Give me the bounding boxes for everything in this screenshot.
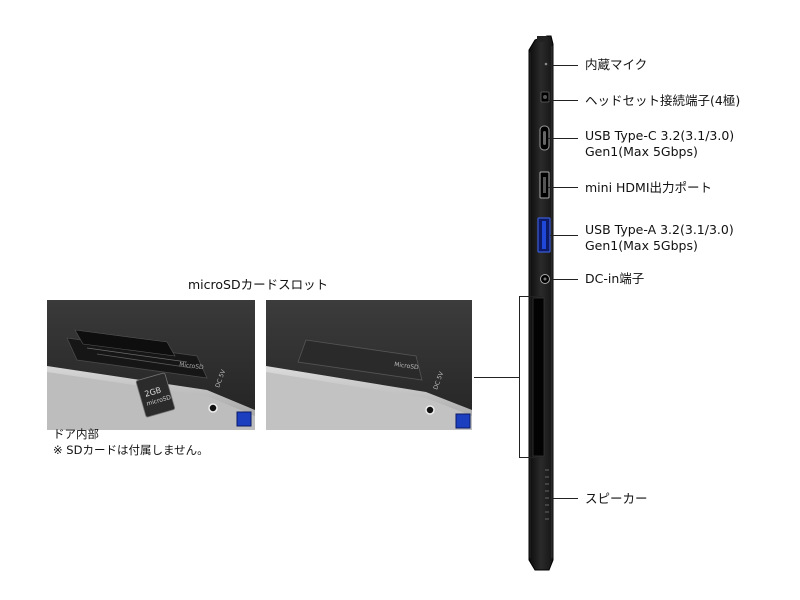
microsd-bracket xyxy=(519,296,542,458)
callout-line-hdmi xyxy=(548,187,578,188)
sd-card-note: ※ SDカードは付属しません。 xyxy=(53,443,209,457)
door-panel xyxy=(297,339,423,381)
usb-a-photo2-icon xyxy=(455,413,471,429)
photo-door-open: MicroSD 2GB microSD DC 5V xyxy=(47,300,255,430)
callout-line-usbc xyxy=(548,138,578,139)
callout-usbc-line1: USB Type-C 3.2(3.1/3.0) xyxy=(585,128,735,143)
callout-line-dcin xyxy=(550,279,578,280)
callout-line-headset xyxy=(548,100,578,101)
svg-text:2GB: 2GB xyxy=(144,385,163,398)
callout-mic: 内蔵マイク xyxy=(585,57,648,72)
callout-usbc-line2: Gen1(Max 5Gbps) xyxy=(585,144,698,159)
callout-usbc: USB Type-C 3.2(3.1/3.0) Gen1(Max 5Gbps) xyxy=(585,128,734,160)
callout-usba-line2: Gen1(Max 5Gbps) xyxy=(585,238,698,253)
speaker-grill-icon xyxy=(545,469,549,520)
mic-hole-icon xyxy=(544,62,548,66)
callout-line-usba xyxy=(550,235,578,236)
callout-hdmi: mini HDMI出力ポート xyxy=(585,180,713,195)
microsd-title: microSDカードスロット xyxy=(188,277,329,292)
callout-usba: USB Type-A 3.2(3.1/3.0) Gen1(Max 5Gbps) xyxy=(585,222,734,254)
dc-port-photo-icon xyxy=(208,403,218,413)
callout-usba-line1: USB Type-A 3.2(3.1/3.0) xyxy=(585,222,734,237)
usb-a-photo-icon xyxy=(236,411,252,427)
slot-text: MicroSD xyxy=(179,361,205,371)
callout-headset: ヘッドセット接続端子(4極) xyxy=(585,93,741,108)
door-interior-label: ドア内部 xyxy=(53,427,99,441)
callout-speaker: スピーカー xyxy=(585,491,648,506)
microsd-card-icon: 2GB microSD xyxy=(135,372,176,418)
dc-port-photo2-icon xyxy=(425,405,435,415)
callout-dcin: DC-in端子 xyxy=(585,271,645,286)
callout-line-mic xyxy=(548,65,578,66)
callout-line-speaker xyxy=(550,498,578,499)
top-button xyxy=(537,36,547,42)
microsd-pointer-line xyxy=(474,377,520,378)
tablet-side-view xyxy=(528,35,554,571)
door-text: MicroSD xyxy=(394,361,420,371)
photo-door-closed: MicroSD DC 5V xyxy=(266,300,472,430)
microsd-door xyxy=(532,297,545,457)
